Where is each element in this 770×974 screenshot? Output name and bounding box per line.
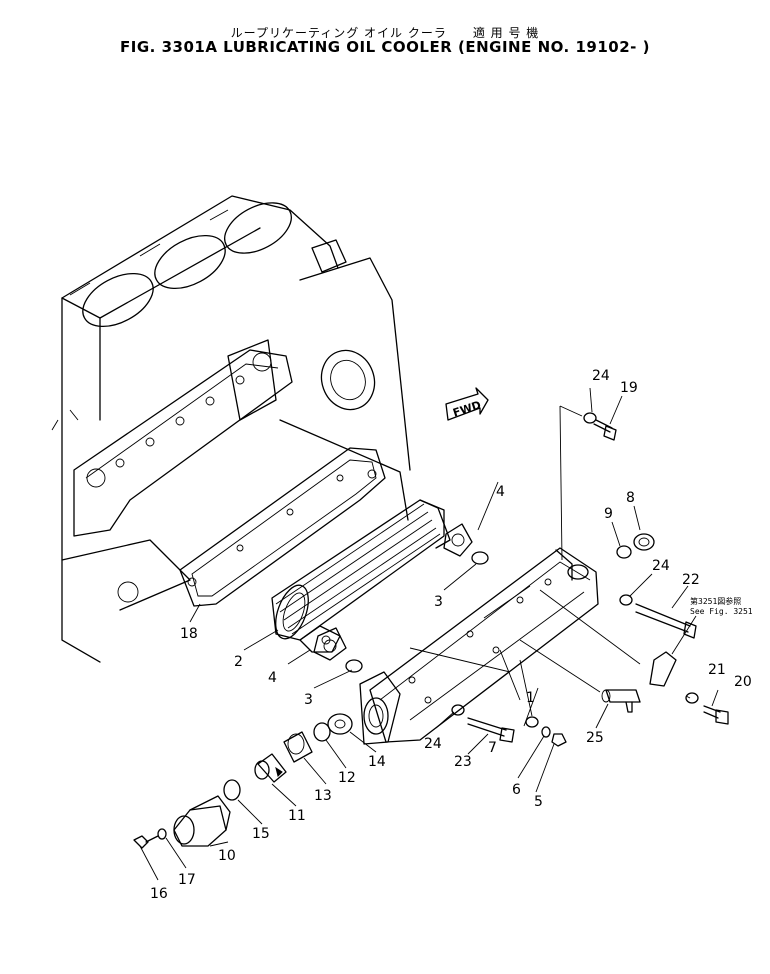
callout-7: 7	[488, 740, 497, 756]
washer-24-mid	[619, 594, 633, 606]
callout-24-top: 24	[592, 368, 610, 384]
callout-4-lower: 4	[268, 670, 277, 686]
callout-5: 5	[534, 794, 543, 810]
callout-19: 19	[620, 380, 638, 396]
cooler-gasket	[179, 447, 386, 607]
element-13	[283, 731, 313, 763]
washer-21	[685, 692, 699, 704]
reference-note-jp: 第3251図参照	[690, 596, 741, 606]
bracket	[649, 651, 677, 687]
o-ring-lower	[345, 659, 363, 673]
callout-23: 23	[454, 754, 472, 770]
callout-9: 9	[604, 506, 613, 522]
bolt-23	[467, 717, 515, 743]
ring-12	[313, 722, 331, 742]
callout-4-upper: 4	[496, 484, 505, 500]
callout-10: 10	[218, 848, 236, 864]
fwd-label: FWD	[451, 398, 482, 419]
callout-20: 20	[734, 674, 752, 690]
callout-24-lower: 24	[424, 736, 442, 752]
callout-12: 12	[338, 770, 356, 786]
callout-15: 15	[252, 826, 270, 842]
callout-21: 21	[708, 662, 726, 678]
callout-14: 14	[368, 754, 386, 770]
gasket-14	[327, 713, 353, 735]
bolt-22	[635, 603, 697, 639]
o-ring-9	[616, 545, 632, 559]
callout-17: 17	[178, 872, 196, 888]
nut-5	[551, 733, 567, 747]
callout-3-upper: 3	[434, 594, 443, 610]
oil-cooler-core	[271, 499, 451, 653]
cap-10	[173, 795, 231, 847]
o-ring-upper	[471, 551, 489, 565]
washer-24-top	[583, 412, 597, 424]
callout-6: 6	[512, 782, 521, 798]
washer-24-lower	[451, 704, 465, 716]
bolt-19	[593, 419, 617, 441]
callout-16: 16	[150, 886, 168, 902]
callout-labels: 24 19 8 9 24 22 21 20 4 3 18 2 4 3 1 24 …	[150, 368, 752, 902]
valve-11	[254, 753, 287, 783]
gasket-lower	[313, 627, 347, 661]
callout-8: 8	[626, 490, 635, 506]
washer-6	[541, 726, 551, 738]
fwd-arrow-icon: FWD	[445, 387, 489, 421]
bolt-20	[703, 705, 729, 725]
callout-18: 18	[180, 626, 198, 642]
callout-3-lower: 3	[304, 692, 313, 708]
callout-25: 25	[586, 730, 604, 746]
callout-13: 13	[314, 788, 332, 804]
washer-17	[157, 828, 167, 840]
leader-lines	[139, 387, 719, 881]
figure-title: FIG. 3301A LUBRICATING OIL COOLER (ENGIN…	[120, 38, 650, 56]
callout-22: 22	[682, 572, 700, 588]
elbow-fitting-25	[601, 689, 641, 713]
callout-11: 11	[288, 808, 306, 824]
gasket-upper	[443, 523, 473, 557]
callout-24-mid: 24	[652, 558, 670, 574]
bolt-16	[133, 835, 159, 849]
callout-1: 1	[526, 690, 535, 706]
engine-block	[51, 195, 411, 663]
figure-title-japanese: ループリケーティング オイル クーラ 適 用 号 機	[230, 26, 540, 40]
washer-7	[525, 716, 539, 728]
oil-cooler-cover	[359, 547, 599, 745]
o-ring-15	[223, 779, 241, 801]
reference-note-en: See Fig. 3251	[690, 607, 753, 616]
plug-8	[633, 533, 655, 551]
callout-2: 2	[234, 654, 243, 670]
